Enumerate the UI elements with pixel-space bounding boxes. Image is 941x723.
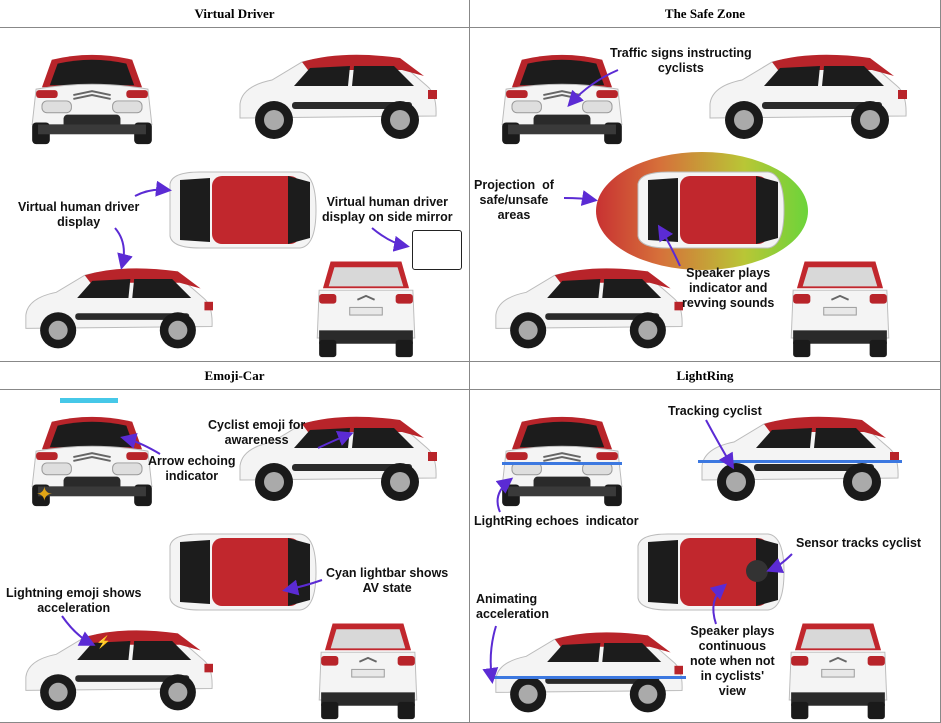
label-lightning-emoji: Lightning emoji shows acceleration xyxy=(6,586,142,615)
label-projection: Projection of safe/unsafe areas xyxy=(474,178,554,222)
car-front-view xyxy=(498,408,626,511)
label-animating: Animating acceleration xyxy=(476,592,549,621)
car-side-view xyxy=(488,260,688,355)
lightring-rear-side xyxy=(492,676,686,679)
quadrant-title: LightRing xyxy=(470,362,940,390)
lightning-emoji-icon: ⚡ xyxy=(96,635,111,649)
car-side-view xyxy=(232,46,442,146)
sensor-icon xyxy=(746,560,768,582)
quadrant-title: Emoji-Car xyxy=(0,362,469,390)
label-arrow-echo: Arrow echoing indicator xyxy=(148,454,236,483)
car-rear-view xyxy=(312,612,424,722)
car-rear-view xyxy=(310,250,422,360)
car-side-view xyxy=(694,408,904,508)
quadrant-title: Virtual Driver xyxy=(0,0,469,28)
label-lightring-indicator: LightRing echoes indicator xyxy=(474,514,639,528)
car-rear-view xyxy=(782,612,894,722)
car-side-view xyxy=(18,622,218,717)
lightring-front xyxy=(502,462,622,465)
car-top-view xyxy=(160,532,320,612)
label-mirror-display: Virtual human driver display on side mir… xyxy=(322,195,453,224)
car-top-view xyxy=(628,170,788,250)
car-side-view xyxy=(488,624,688,719)
arrow-emoji-icon: ✦ xyxy=(36,484,53,506)
car-front-view xyxy=(28,46,156,149)
car-top-view xyxy=(160,170,320,250)
label-cyclist-emoji: Cyclist emoji for awareness xyxy=(208,418,306,447)
label-speaker: Speaker plays indicator and revving soun… xyxy=(682,266,775,310)
label-traffic-signs: Traffic signs instructing cyclists xyxy=(610,46,752,75)
quadrant-virtual-driver: Virtual Driver Virtual human driver disp… xyxy=(0,0,470,362)
quadrant-emoji-car: Emoji-Car ⚡ ✦ Cyclist emoji for awarenes… xyxy=(0,362,470,723)
car-side-view xyxy=(18,260,218,355)
car-rear-view xyxy=(784,250,896,360)
label-cyan-lightbar: Cyan lightbar shows AV state xyxy=(326,566,449,595)
quadrant-lightring: LightRing Tracking cyclist LightRing ech… xyxy=(470,362,941,723)
label-driver-display: Virtual human driver display xyxy=(18,200,140,229)
quadrant-safe-zone: The Safe Zone Traffic signs instructing … xyxy=(470,0,941,362)
label-continuous-note: Speaker plays continuous note when not i… xyxy=(690,624,775,698)
cyan-lightbar xyxy=(60,398,118,403)
label-sensor: Sensor tracks cyclist xyxy=(796,536,922,550)
car-front-view xyxy=(498,46,626,149)
quadrant-title: The Safe Zone xyxy=(470,0,940,28)
mirror-avatar-icon xyxy=(412,230,462,270)
label-tracking: Tracking cyclist xyxy=(668,404,762,418)
lightring-side xyxy=(698,460,902,463)
